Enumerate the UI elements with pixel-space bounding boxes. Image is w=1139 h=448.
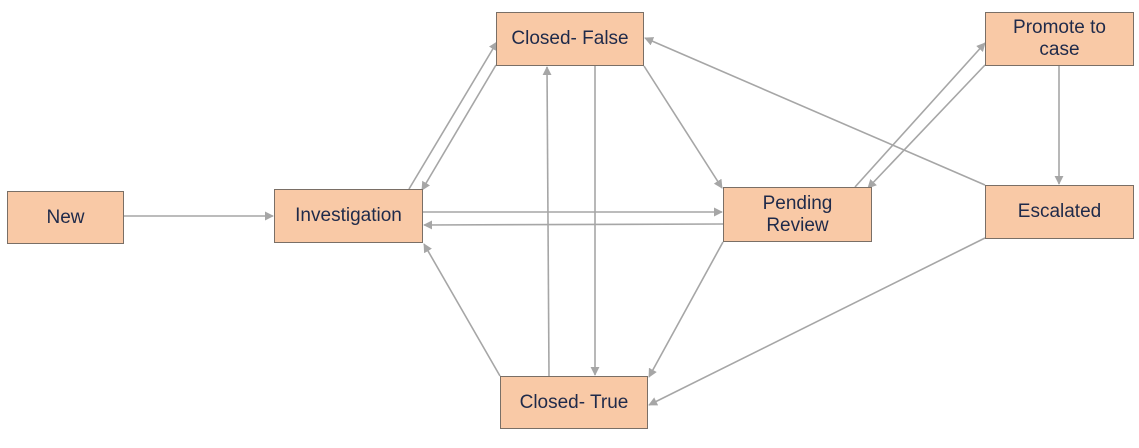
state-escalated: Escalated [985, 185, 1134, 239]
state-promote-to-case: Promote to case [985, 12, 1134, 66]
edge-closed-true-to-investigation [423, 243, 501, 377]
edge-pending-review-to-promote [854, 42, 986, 188]
state-pending-review: Pending Review [723, 187, 872, 242]
edge-pending-review-to-investigation [423, 220, 724, 230]
state-new: New [7, 191, 124, 244]
edge-closed-false-to-investigation [421, 64, 497, 191]
state-investigation: Investigation [274, 189, 423, 243]
edge-escalated-to-closed-true [648, 237, 986, 406]
edge-pending-review-to-closed-true [648, 241, 724, 378]
edge-investigation-to-closed-false [408, 41, 498, 190]
edge-closed-true-to-closed-false [542, 66, 552, 377]
state-closed-true: Closed- True [500, 376, 648, 429]
state-closed-false: Closed- False [496, 12, 644, 66]
edge-promote-to-pending-review [867, 64, 986, 189]
edge-escalated-to-closed-false [644, 37, 986, 186]
edge-closed-false-to-pending-review [643, 65, 723, 189]
